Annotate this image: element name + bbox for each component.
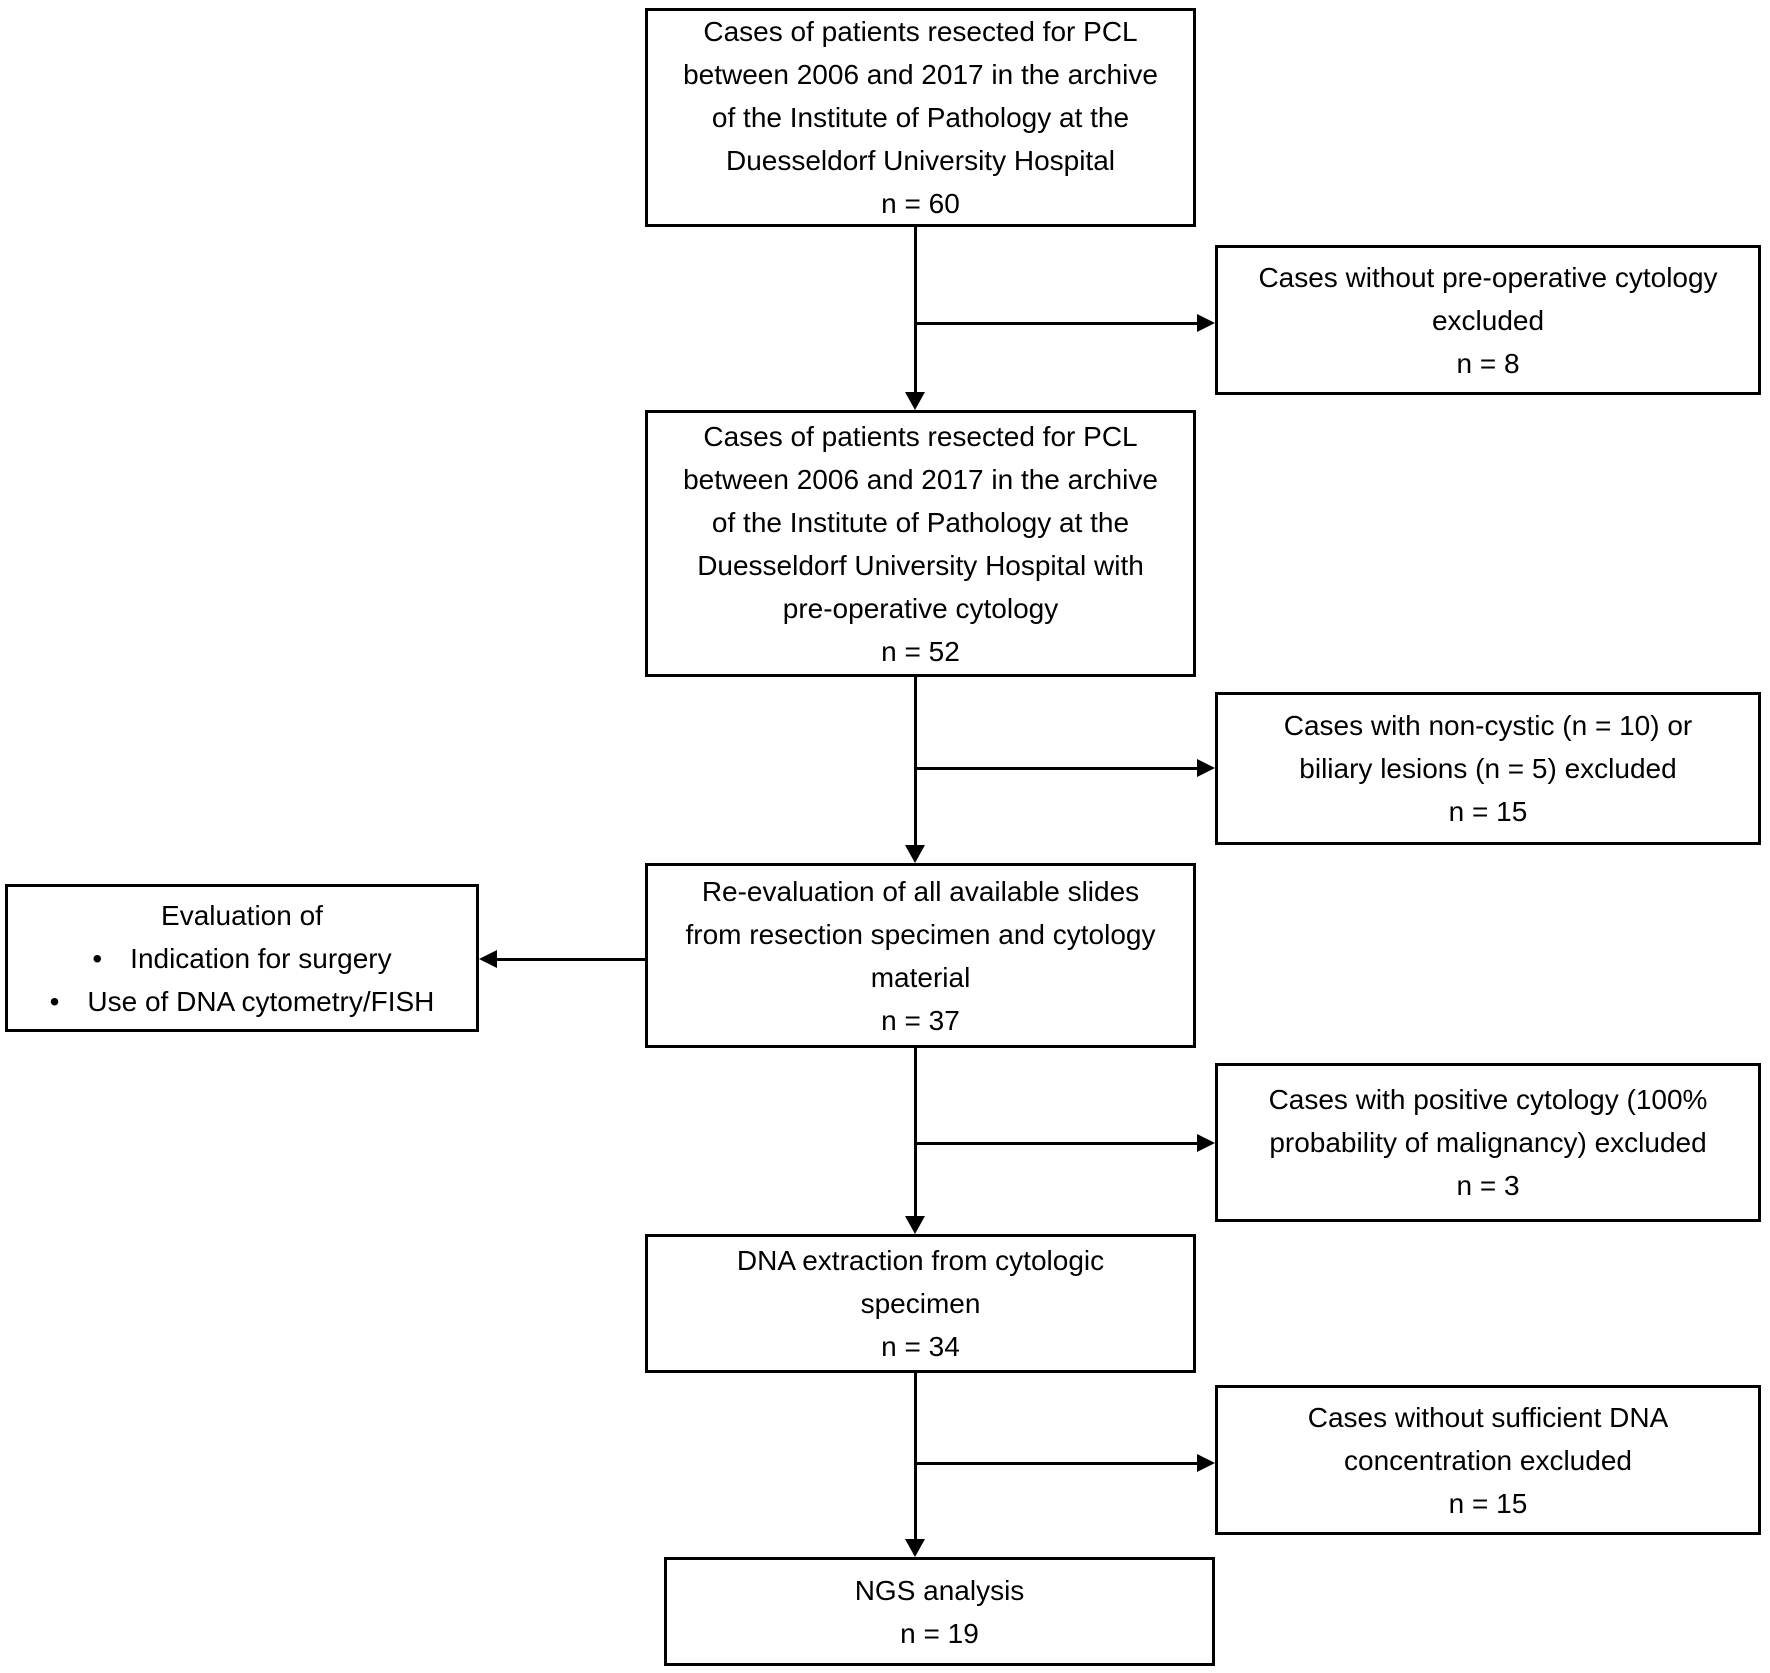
exclusion-box-insufficient-dna: Cases without sufficient DNA concentrati… [1215,1385,1761,1535]
side-box-evaluation: Evaluation of • Indication for surgery •… [5,884,479,1032]
connector-line-right-1 [914,322,1197,325]
exclusion-box-positive-cytology: Cases with positive cytology (100% proba… [1215,1063,1761,1222]
flow-box-ngs-analysis: NGS analysis n = 19 [664,1557,1215,1666]
exclusion-box-no-preoperative-cytology: Cases without pre-operative cytology exc… [1215,245,1761,395]
connector-line-left [497,958,647,961]
arrow-left-icon [479,950,497,968]
exclusion-box-noncystic-or-biliary: Cases with non-cystic (n = 10) or biliar… [1215,692,1761,845]
flow-box-cases-with-preop-cytology: Cases of patients resected for PCL betwe… [645,410,1196,677]
connector-line-down-1 [914,227,917,394]
arrow-down-icon [905,392,925,410]
flow-box-reevaluation-of-slides: Re-evaluation of all available slides fr… [645,863,1196,1048]
flow-box-dna-extraction: DNA extraction from cytologic specimen n… [645,1234,1196,1373]
flow-box-cases-resected: Cases of patients resected for PCL betwe… [645,8,1196,227]
connector-line-down-2 [914,677,917,845]
connector-line-down-4 [914,1373,917,1539]
connector-line-down-3 [914,1048,917,1216]
arrow-right-icon [1197,1134,1215,1152]
arrow-right-icon [1197,759,1215,777]
arrow-down-icon [905,845,925,863]
connector-line-right-2 [914,767,1197,770]
connector-line-right-3 [914,1142,1197,1145]
arrow-down-icon [905,1539,925,1557]
arrow-right-icon [1197,1454,1215,1472]
arrow-right-icon [1197,314,1215,332]
arrow-down-icon [905,1216,925,1234]
connector-line-right-4 [914,1462,1197,1465]
